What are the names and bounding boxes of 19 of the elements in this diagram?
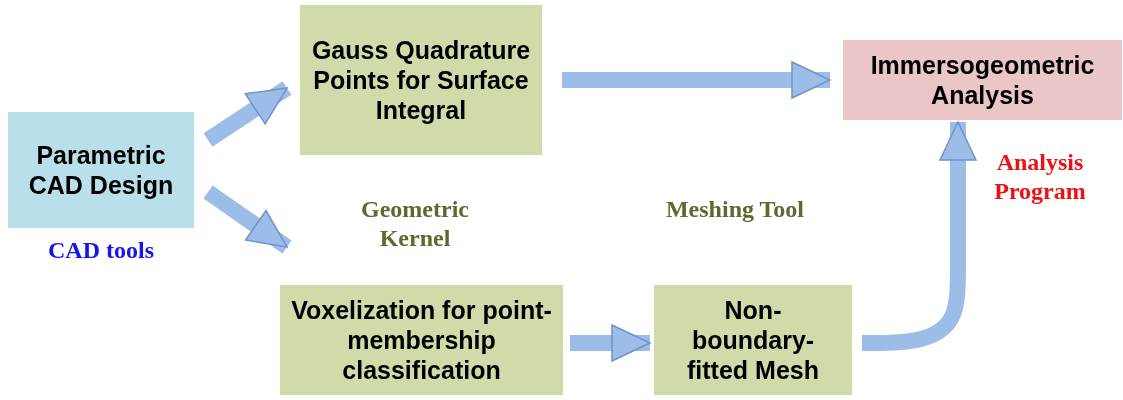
annotation-text: Meshing Tool: [664, 195, 805, 224]
block-arrow: [862, 121, 977, 351]
box-label: Gauss Quadrature Points for Surface Integral: [310, 35, 532, 125]
block-arrow: [570, 324, 651, 362]
process-box: [654, 285, 852, 395]
block-arrow: [562, 61, 831, 99]
annotation-text: Analysis Program: [993, 148, 1087, 206]
box-label: Parametric CAD Design: [27, 140, 175, 200]
block-arrow: [203, 185, 292, 254]
box-label: Voxelization for point-membership classification: [290, 295, 553, 385]
block-arrow: [203, 81, 292, 147]
process-box: [8, 112, 194, 228]
box-label: Immersogeometric Analysis: [869, 50, 1096, 110]
process-box: [280, 285, 563, 395]
box-label: Non-boundary-fitted Mesh: [686, 295, 820, 385]
process-box: [843, 40, 1122, 120]
annotation-text: Geometric Kernel: [360, 195, 470, 253]
process-box: [300, 5, 542, 155]
tool-note: CAD tools: [47, 236, 155, 265]
